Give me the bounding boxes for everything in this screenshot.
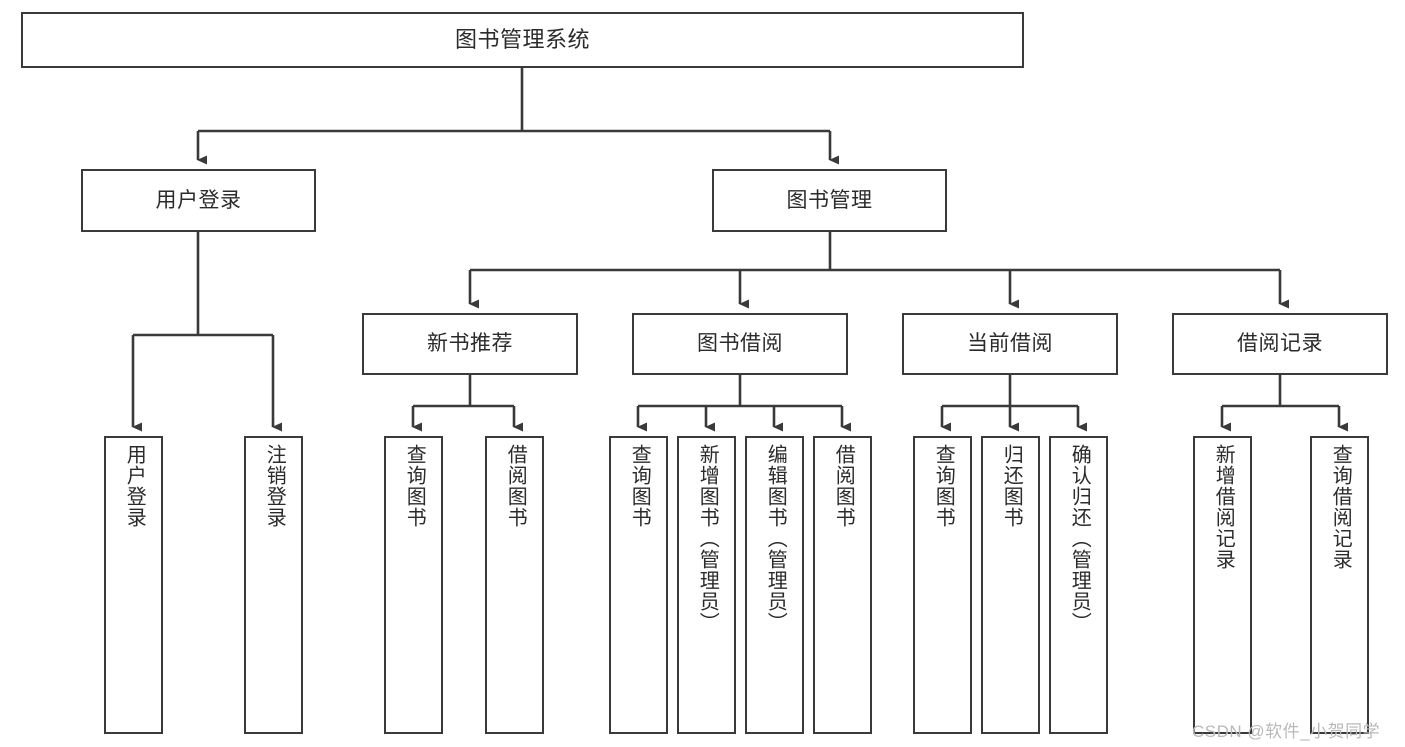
node-book-borrow-label: 图书借阅 [697,332,783,356]
node-leaf-newbook-borrow-book-label: 借阅图书 [504,444,527,528]
node-user-login-label: 用户登录 [155,188,242,212]
node-book-management[interactable]: 图书管理 [712,169,947,232]
node-borrow-record[interactable]: 借阅记录 [1172,313,1388,375]
node-leaf-logout[interactable]: 注销登录 [244,436,303,734]
node-leaf-return-book[interactable]: 归还图书 [981,436,1040,734]
node-root-label: 图书管理系统 [454,26,590,52]
node-leaf-user-login[interactable]: 用户登录 [104,436,163,734]
node-leaf-edit-book-admin-label: 编辑图书（管理员） [764,444,787,633]
node-leaf-add-borrow-record[interactable]: 新增借阅记录 [1193,436,1252,734]
node-leaf-current-query-book-label: 查询图书 [932,444,955,528]
node-root-system[interactable]: 图书管理系统 [21,12,1024,68]
node-leaf-confirm-return-admin-label: 确认归还（管理员） [1068,444,1091,633]
node-leaf-current-query-book[interactable]: 查询图书 [913,436,972,734]
node-leaf-query-borrow-record[interactable]: 查询借阅记录 [1310,436,1369,734]
node-leaf-newbook-borrow-book[interactable]: 借阅图书 [485,436,544,734]
node-new-book-recommend-label: 新书推荐 [427,332,513,356]
node-user-login[interactable]: 用户登录 [81,169,316,232]
node-borrow-record-label: 借阅记录 [1237,332,1323,356]
node-leaf-borrow-query-book[interactable]: 查询图书 [609,436,668,734]
node-leaf-logout-label: 注销登录 [263,444,286,528]
node-leaf-add-borrow-record-label: 新增借阅记录 [1212,444,1235,570]
node-leaf-add-book-admin[interactable]: 新增图书（管理员） [677,436,736,734]
node-leaf-return-book-label: 归还图书 [1000,444,1023,528]
node-leaf-add-book-admin-label: 新增图书（管理员） [696,444,719,633]
node-current-borrow-label: 当前借阅 [967,332,1053,356]
node-leaf-edit-book-admin[interactable]: 编辑图书（管理员） [745,436,804,734]
node-book-borrow[interactable]: 图书借阅 [632,313,848,375]
node-leaf-query-borrow-record-label: 查询借阅记录 [1329,444,1352,570]
node-leaf-confirm-return-admin[interactable]: 确认归还（管理员） [1049,436,1108,734]
node-leaf-newbook-query-book-label: 查询图书 [403,444,426,528]
node-leaf-user-login-label: 用户登录 [123,444,146,528]
node-leaf-newbook-query-book[interactable]: 查询图书 [384,436,443,734]
node-leaf-borrow-book[interactable]: 借阅图书 [813,436,872,734]
node-current-borrow[interactable]: 当前借阅 [902,313,1118,375]
node-book-management-label: 图书管理 [786,188,873,212]
node-new-book-recommend[interactable]: 新书推荐 [362,313,578,375]
node-leaf-borrow-query-book-label: 查询图书 [628,444,651,528]
node-leaf-borrow-book-label: 借阅图书 [832,444,855,528]
